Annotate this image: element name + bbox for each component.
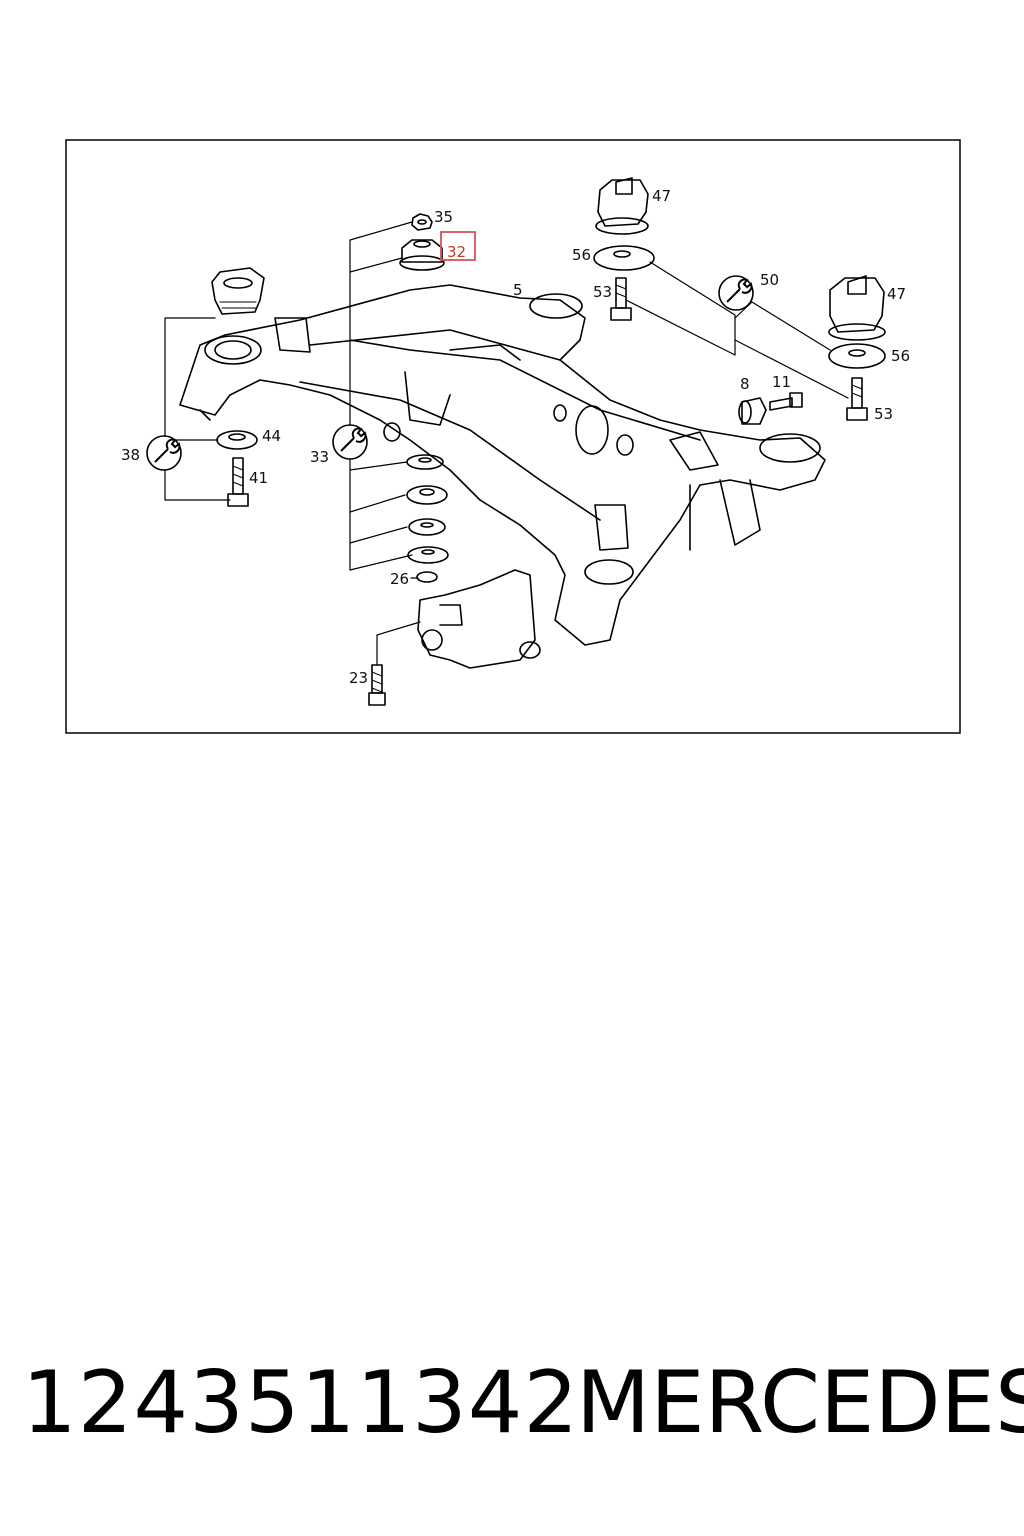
callout-33: 33 [310, 448, 329, 466]
part-footer: 1243511342 MERCEDES [0, 1360, 1024, 1480]
callout-26: 26 [390, 570, 409, 588]
callout-47-right: 47 [887, 285, 906, 303]
bushing-left [211, 267, 265, 315]
callout-53-top: 53 [593, 283, 612, 301]
bushing-32 [399, 239, 445, 271]
callout-50: 50 [760, 271, 779, 289]
parts-diagram: 5 35 32 38 44 41 33 26 23 47 56 53 50 47… [0, 0, 1024, 760]
callout-38: 38 [121, 446, 140, 464]
washer-stack [406, 454, 449, 583]
callout-11: 11 [772, 373, 791, 391]
mount-47-top [595, 177, 649, 235]
washer-56-right [828, 343, 886, 369]
leader-lines [164, 221, 849, 666]
part-number: 1243511342 [22, 1353, 580, 1453]
callout-32: 32 [447, 243, 466, 261]
callout-41: 41 [249, 469, 268, 487]
brand-name: MERCEDES [576, 1353, 1024, 1453]
nut-35 [411, 213, 433, 231]
callout-47-top: 47 [652, 187, 671, 205]
mount-47-right [828, 275, 886, 341]
diagram-border [65, 139, 961, 734]
wrench-icon-38 [146, 435, 182, 471]
bushing-8 [738, 397, 767, 425]
callout-56-right: 56 [891, 347, 910, 365]
wrench-icon-33 [332, 424, 368, 460]
bolt-53-top [610, 277, 632, 321]
washer-44 [216, 430, 258, 450]
callout-53-right: 53 [874, 405, 893, 423]
differential-housing [417, 569, 541, 669]
washer-56-top [593, 245, 655, 271]
callout-8: 8 [740, 375, 750, 393]
bolt-23 [368, 664, 386, 706]
callout-35: 35 [434, 208, 453, 226]
bolt-41 [227, 457, 249, 507]
wrench-icon-50 [718, 275, 754, 311]
bolt-11 [769, 392, 803, 411]
bolt-53-right [846, 377, 868, 421]
rear-subframe [179, 284, 826, 646]
callout-44: 44 [262, 427, 281, 445]
callout-23: 23 [349, 669, 368, 687]
callout-32-highlight-box [440, 231, 476, 261]
callout-56-top: 56 [572, 246, 591, 264]
callout-5: 5 [513, 281, 523, 299]
